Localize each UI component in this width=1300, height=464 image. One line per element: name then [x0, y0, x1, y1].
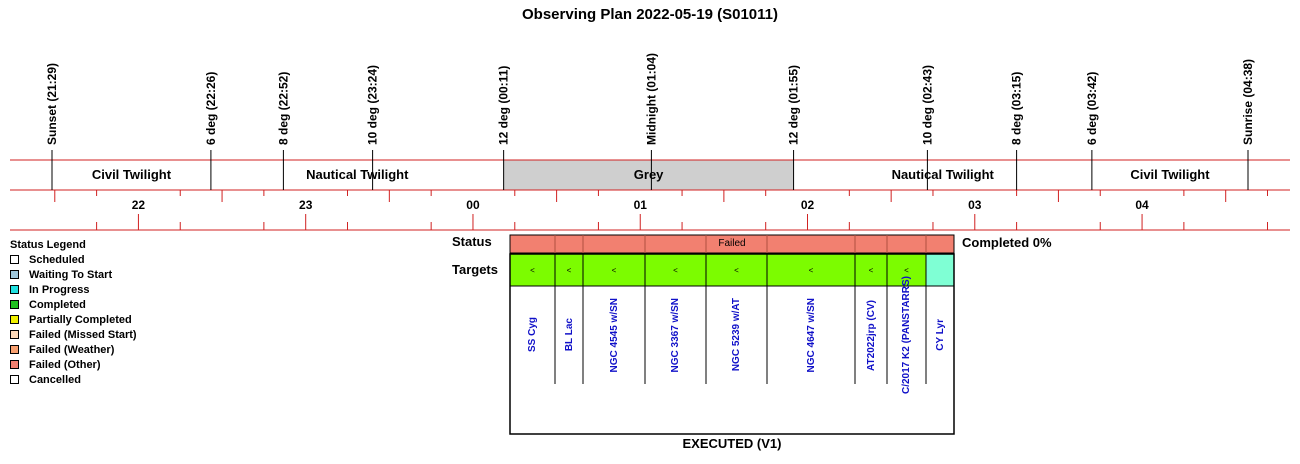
status-bar-label: Failed [718, 238, 745, 249]
legend-swatch [10, 300, 19, 309]
status-row-label: Status [452, 234, 492, 249]
hour-label: 01 [634, 198, 648, 212]
legend-swatch [10, 375, 19, 384]
target-name[interactable]: NGC 3367 w/SN [645, 286, 706, 384]
target-marker: < [809, 266, 814, 275]
event-label: Midnight (01:04) [644, 53, 658, 145]
legend-swatch [10, 285, 19, 294]
target-name-text: C/2017 K2 (PANSTARRS) [901, 276, 912, 394]
target-name[interactable]: NGC 4647 w/SN [767, 286, 855, 384]
target-name[interactable]: CY Lyr [926, 286, 954, 384]
legend-swatch [10, 255, 19, 264]
event-label: 8 deg (22:52) [276, 72, 290, 145]
plan-title: Observing Plan 2022-05-19 (S01011) [522, 6, 778, 23]
event-label: 8 deg (03:15) [1010, 72, 1024, 145]
event-label: 12 deg (00:11) [497, 66, 511, 145]
legend-item: Failed (Other) [10, 357, 137, 372]
legend-item: Cancelled [10, 372, 137, 387]
legend-label: Waiting To Start [29, 268, 113, 281]
target-name-text: NGC 3367 w/SN [670, 297, 681, 373]
hour-label: 02 [801, 198, 815, 212]
band-label: Nautical Twilight [892, 167, 995, 182]
band-grey-fill [503, 160, 794, 190]
target-marker: < [673, 266, 678, 275]
target-marker: < [904, 266, 909, 275]
target-name-text: NGC 5239 w/AT [731, 298, 742, 372]
target-bar [925, 253, 955, 287]
target-marker: < [530, 266, 535, 275]
legend-item: Partially Completed [10, 312, 137, 327]
band-label: Grey [634, 167, 664, 182]
legend-item: Completed [10, 297, 137, 312]
legend-item: Scheduled [10, 252, 137, 267]
target-name[interactable]: NGC 5239 w/AT [706, 286, 767, 384]
legend-title: Status Legend [10, 239, 86, 251]
event-label: Sunrise (04:38) [1241, 59, 1255, 145]
hour-label: 00 [466, 198, 480, 212]
event-label: 10 deg (02:43) [920, 65, 934, 145]
band-label: Nautical Twilight [306, 167, 409, 182]
target-marker: < [869, 266, 874, 275]
target-marker: < [567, 266, 572, 275]
legend-label: Failed (Missed Start) [29, 328, 137, 341]
legend-swatch [10, 315, 19, 324]
legend-item: Waiting To Start [10, 267, 137, 282]
hour-label: 22 [132, 198, 146, 212]
legend-label: Partially Completed [29, 313, 132, 326]
target-name[interactable]: NGC 4545 w/SN [583, 286, 645, 384]
legend-item: In Progress [10, 282, 137, 297]
target-name[interactable]: C/2017 K2 (PANSTARRS) [887, 276, 926, 394]
legend-item: Failed (Weather) [10, 342, 137, 357]
legend-item: Failed (Missed Start) [10, 327, 137, 342]
target-name[interactable]: SS Cyg [510, 286, 555, 384]
legend-swatch [10, 345, 19, 354]
status-bar [509, 234, 955, 254]
event-label: 6 deg (03:42) [1085, 72, 1099, 145]
hour-label: 04 [1135, 198, 1149, 212]
target-name[interactable]: AT2022jrp (CV) [855, 286, 887, 384]
hour-label: 03 [968, 198, 982, 212]
event-label: Sunset (21:29) [45, 63, 59, 145]
legend-label: In Progress [29, 283, 90, 296]
target-name-text: CY Lyr [934, 319, 946, 351]
legend-swatch [10, 360, 19, 369]
target-name-text: SS Cyg [527, 317, 538, 353]
target-name-text: AT2022jrp (CV) [865, 299, 877, 371]
target-name-text: BL Lac [563, 318, 575, 352]
target-name-text: NGC 4647 w/SN [805, 297, 817, 373]
targets-row-label: Targets [452, 262, 498, 277]
targets-frame [509, 253, 955, 435]
event-label: 12 deg (01:55) [787, 65, 801, 145]
legend-label: Cancelled [29, 373, 81, 386]
target-bar [644, 253, 707, 287]
legend-swatch [10, 270, 19, 279]
band-label: Civil Twilight [92, 167, 172, 182]
legend-label: Completed [29, 298, 86, 311]
hour-label: 23 [299, 198, 313, 212]
target-marker: < [734, 266, 739, 275]
band-label: Civil Twilight [1130, 167, 1210, 182]
legend-label: Failed (Other) [29, 358, 101, 371]
target-name-text: NGC 4545 w/SN [608, 297, 620, 373]
target-bar [766, 253, 856, 287]
executed-version: EXECUTED (V1) [682, 436, 782, 451]
legend-label: Scheduled [29, 253, 85, 266]
event-label: 10 deg (23:24) [366, 65, 380, 145]
legend-swatch [10, 330, 19, 339]
target-marker: < [612, 266, 617, 275]
legend-label: Failed (Weather) [29, 343, 115, 356]
target-name[interactable]: BL Lac [555, 286, 583, 384]
completed-percent: Completed 0% [962, 235, 1052, 250]
event-label: 6 deg (22:26) [204, 72, 218, 145]
target-bar [582, 253, 646, 287]
